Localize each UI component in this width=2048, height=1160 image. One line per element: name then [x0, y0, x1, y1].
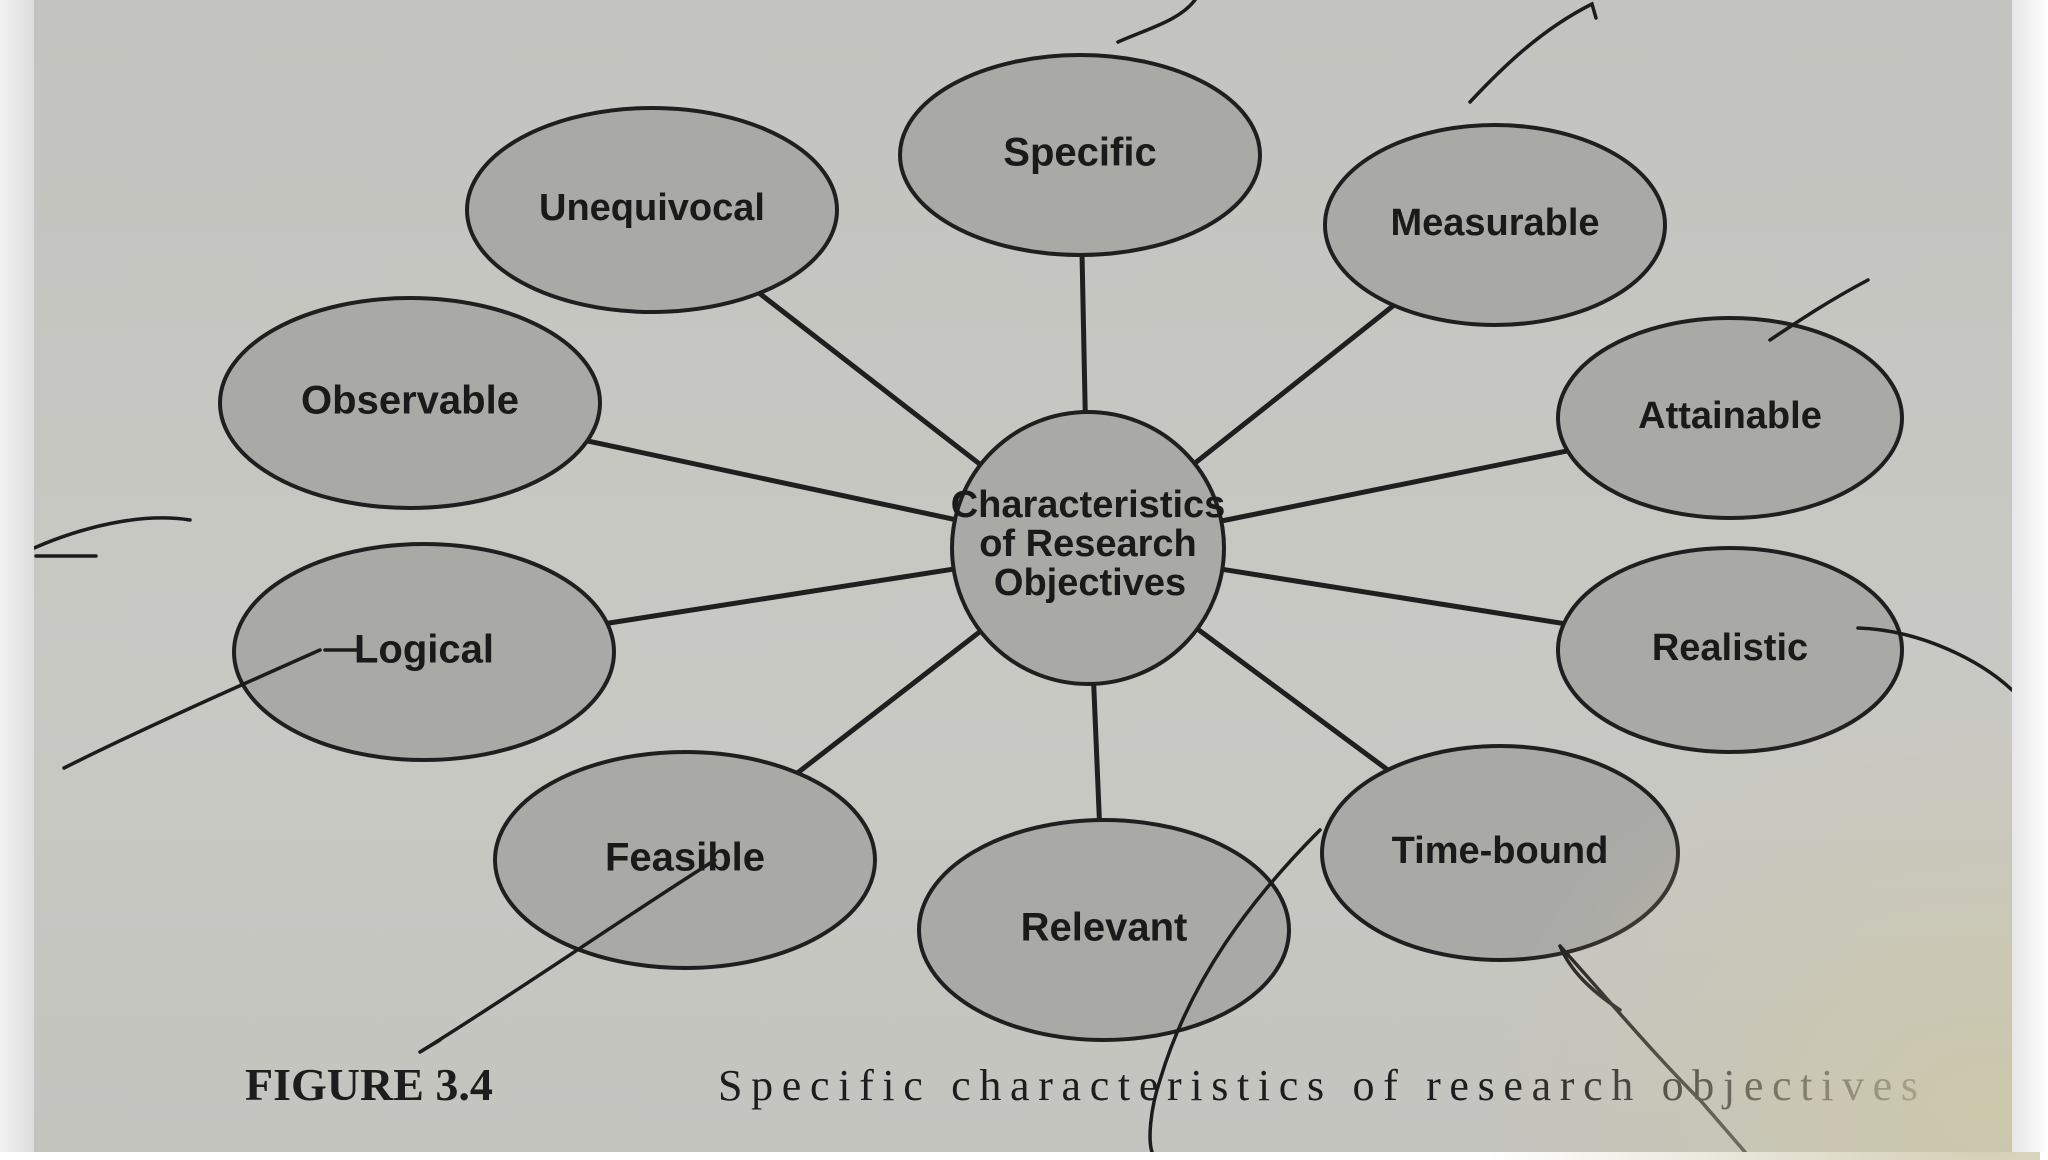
spoke-attainable: [1220, 435, 1633, 524]
node-label: Measurable: [1390, 202, 1599, 244]
figure-number: FIGURE 3.4: [245, 1059, 493, 1110]
node-unequivocal: Unequivocal: [465, 106, 839, 314]
node-label: Feasible: [605, 836, 765, 880]
node-measurable: Measurable: [1323, 123, 1667, 327]
node-circle: [1323, 123, 1667, 327]
spoke-feasible: [768, 629, 982, 796]
node-label: Observable: [301, 379, 519, 423]
node-label: Relevant: [1021, 906, 1188, 950]
node-feasible: Feasible: [493, 750, 877, 970]
node-label: Attainable: [1638, 395, 1822, 437]
spoke-measurable: [1192, 285, 1419, 466]
node-circle: [232, 542, 616, 762]
node-label: Realistic: [1652, 627, 1808, 669]
center-circle: [950, 410, 1226, 686]
node-circle: [218, 296, 602, 510]
spoke-realistic: [1221, 566, 1630, 637]
spoke-relevant: [1091, 683, 1102, 821]
center-label-line-2: of Research: [979, 523, 1197, 565]
node-logical: Logical: [232, 542, 616, 762]
node-specific: Specific: [898, 53, 1262, 257]
spoke-time-bound: [1195, 626, 1416, 792]
center-label-line-3: Objectives: [994, 562, 1186, 604]
spokes: [512, 254, 1633, 821]
node-attainable: Attainable: [1556, 316, 1904, 520]
spoke-unequivocal: [731, 270, 983, 467]
node-circle: [898, 53, 1262, 257]
node-label: Specific: [1003, 131, 1156, 175]
right-page-edge: [2012, 0, 2048, 1152]
light-glare: [1480, 700, 2040, 1160]
node-circle: [465, 106, 839, 314]
node-circle: [917, 818, 1291, 1042]
node-circle: [1556, 316, 1904, 520]
node-label: Logical: [354, 628, 494, 672]
node-label: Unequivocal: [539, 187, 765, 229]
center-node: Characteristics of Research Objectives: [950, 410, 1226, 686]
left-page-edge: [0, 0, 34, 1152]
spoke-specific: [1079, 254, 1088, 413]
node-observable: Observable: [218, 296, 602, 510]
center-label-line-1: Characteristics: [951, 484, 1226, 526]
node-relevant: Relevant: [917, 818, 1291, 1042]
node-circle: [493, 750, 877, 970]
